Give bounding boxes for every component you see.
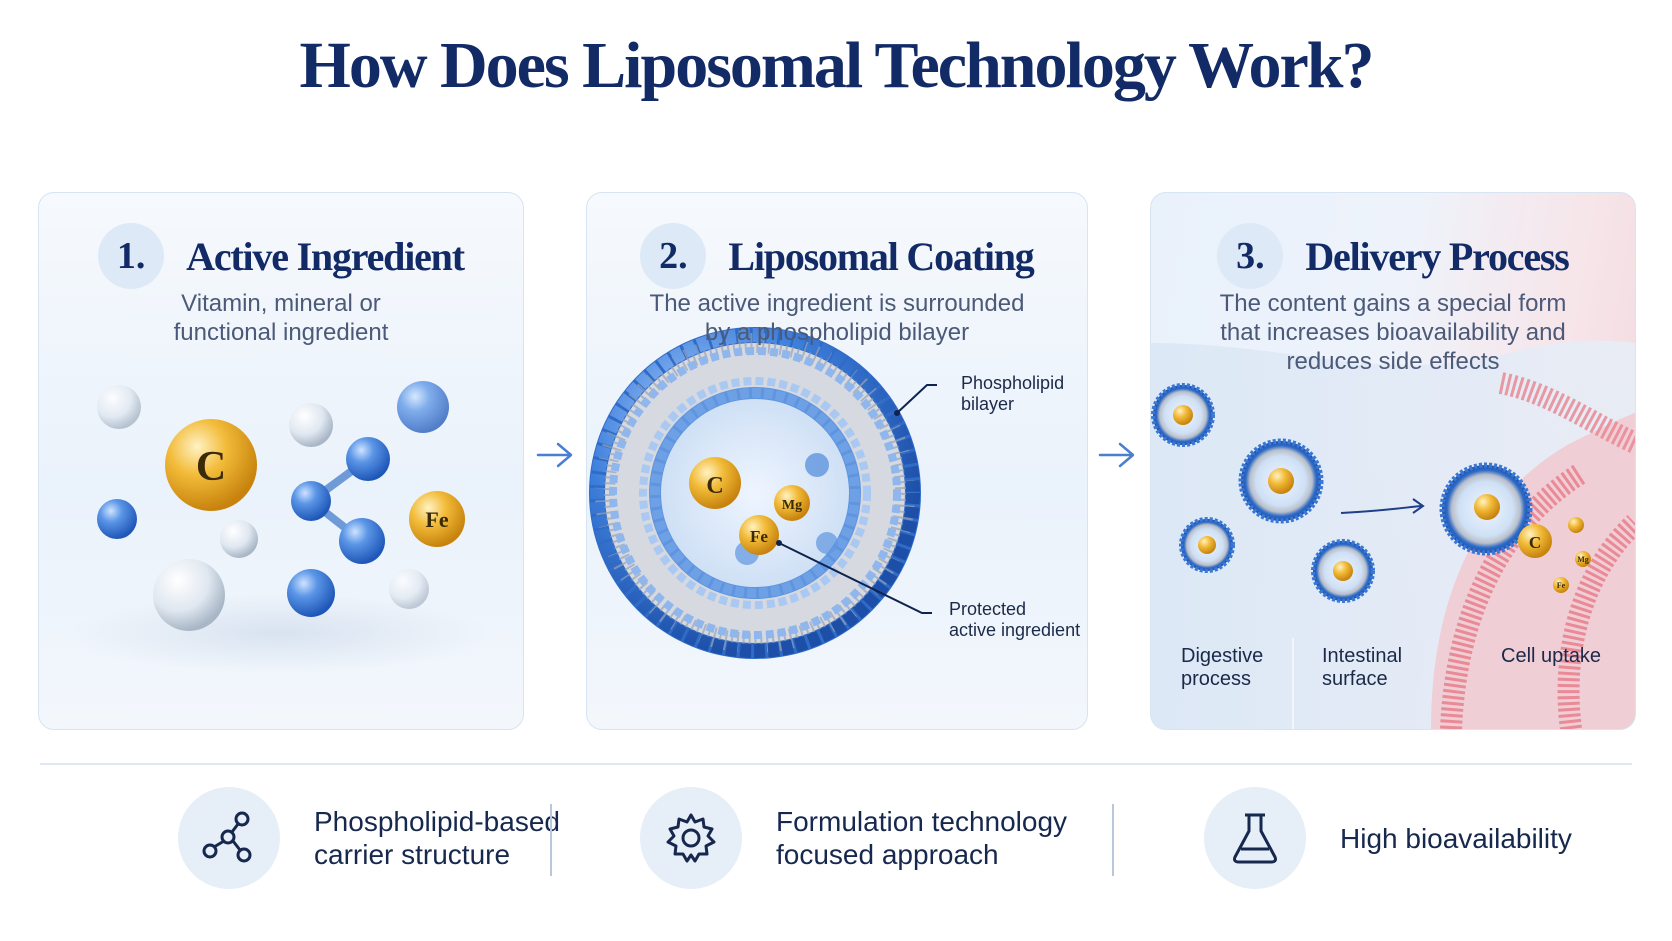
step-header: 1. Active Ingredient	[39, 223, 523, 289]
step-description: The active ingredient is surrounded by a…	[649, 290, 1025, 346]
callout-protected-ingredient: Protected active ingredient	[949, 599, 1081, 640]
zone-label-intestinal: Intestinal surface	[1322, 645, 1403, 690]
step-header: 3. Delivery Process	[1151, 223, 1635, 289]
feature-carrier-structure: Phospholipid-based carrier structure	[178, 786, 560, 890]
molecule-icon	[178, 787, 280, 889]
feature-text: Formulation technology focused approach	[776, 806, 1068, 870]
released-label-mg: Mg	[1577, 555, 1589, 564]
released-label-fe: Fe	[1557, 581, 1566, 590]
page-title: How Does Liposomal Technology Work?	[299, 29, 1375, 102]
core-label-c: C	[706, 473, 723, 499]
delivery-illustration: C Mg Fe	[1151, 340, 1635, 729]
step-header: 2. Liposomal Coating	[587, 223, 1087, 289]
zone-label-cell-uptake: Cell uptake	[1501, 645, 1602, 667]
arrow-right-icon	[1098, 442, 1135, 468]
molecules-illustration: C Fe	[69, 381, 489, 673]
flask-icon	[1204, 787, 1306, 889]
feature-text: Phospholipid-based carrier structure	[314, 806, 560, 870]
feature-separator	[550, 804, 552, 876]
core-label-mg: Mg	[782, 498, 802, 513]
zone-label-digestive: Digestive process	[1181, 645, 1264, 690]
step-description: The content gains a special form that in…	[1219, 290, 1567, 375]
iron-molecule-label: Fe	[425, 507, 448, 532]
step-panel-delivery-process: C Mg Fe 3. Delivery Process The content …	[1150, 192, 1636, 730]
core-label-fe: Fe	[750, 527, 768, 546]
arrow-right-icon	[536, 442, 573, 468]
feature-separator	[1112, 804, 1114, 876]
feature-bioavailability: High bioavailability	[1204, 786, 1572, 890]
callout-phospholipid-bilayer: Phospholipid bilayer	[961, 373, 1065, 414]
step-title: Liposomal Coating	[728, 233, 1034, 279]
liposome-illustration: C Mg Fe	[589, 327, 937, 659]
section-divider	[40, 763, 1632, 765]
feature-text: High bioavailability	[1340, 822, 1572, 854]
step-panel-active-ingredient: C Fe 1. Active Ingredient Vitamin, miner…	[38, 192, 524, 730]
vitamin-c-molecule-label: C	[196, 444, 226, 490]
step-description: Vitamin, mineral or functional ingredien…	[173, 290, 389, 346]
step-number-badge: 2.	[640, 223, 707, 289]
released-label-c: C	[1529, 533, 1541, 552]
step-panel-liposomal-coating: C Mg Fe 2. Liposomal Coating The active …	[586, 192, 1088, 730]
gear-icon	[640, 787, 742, 889]
step-title: Active Ingredient	[186, 233, 465, 279]
step-number-badge: 3.	[1217, 223, 1284, 289]
step-number-badge: 1.	[98, 223, 165, 289]
feature-formulation: Formulation technology focused approach	[640, 786, 1067, 890]
step-title: Delivery Process	[1305, 233, 1569, 279]
